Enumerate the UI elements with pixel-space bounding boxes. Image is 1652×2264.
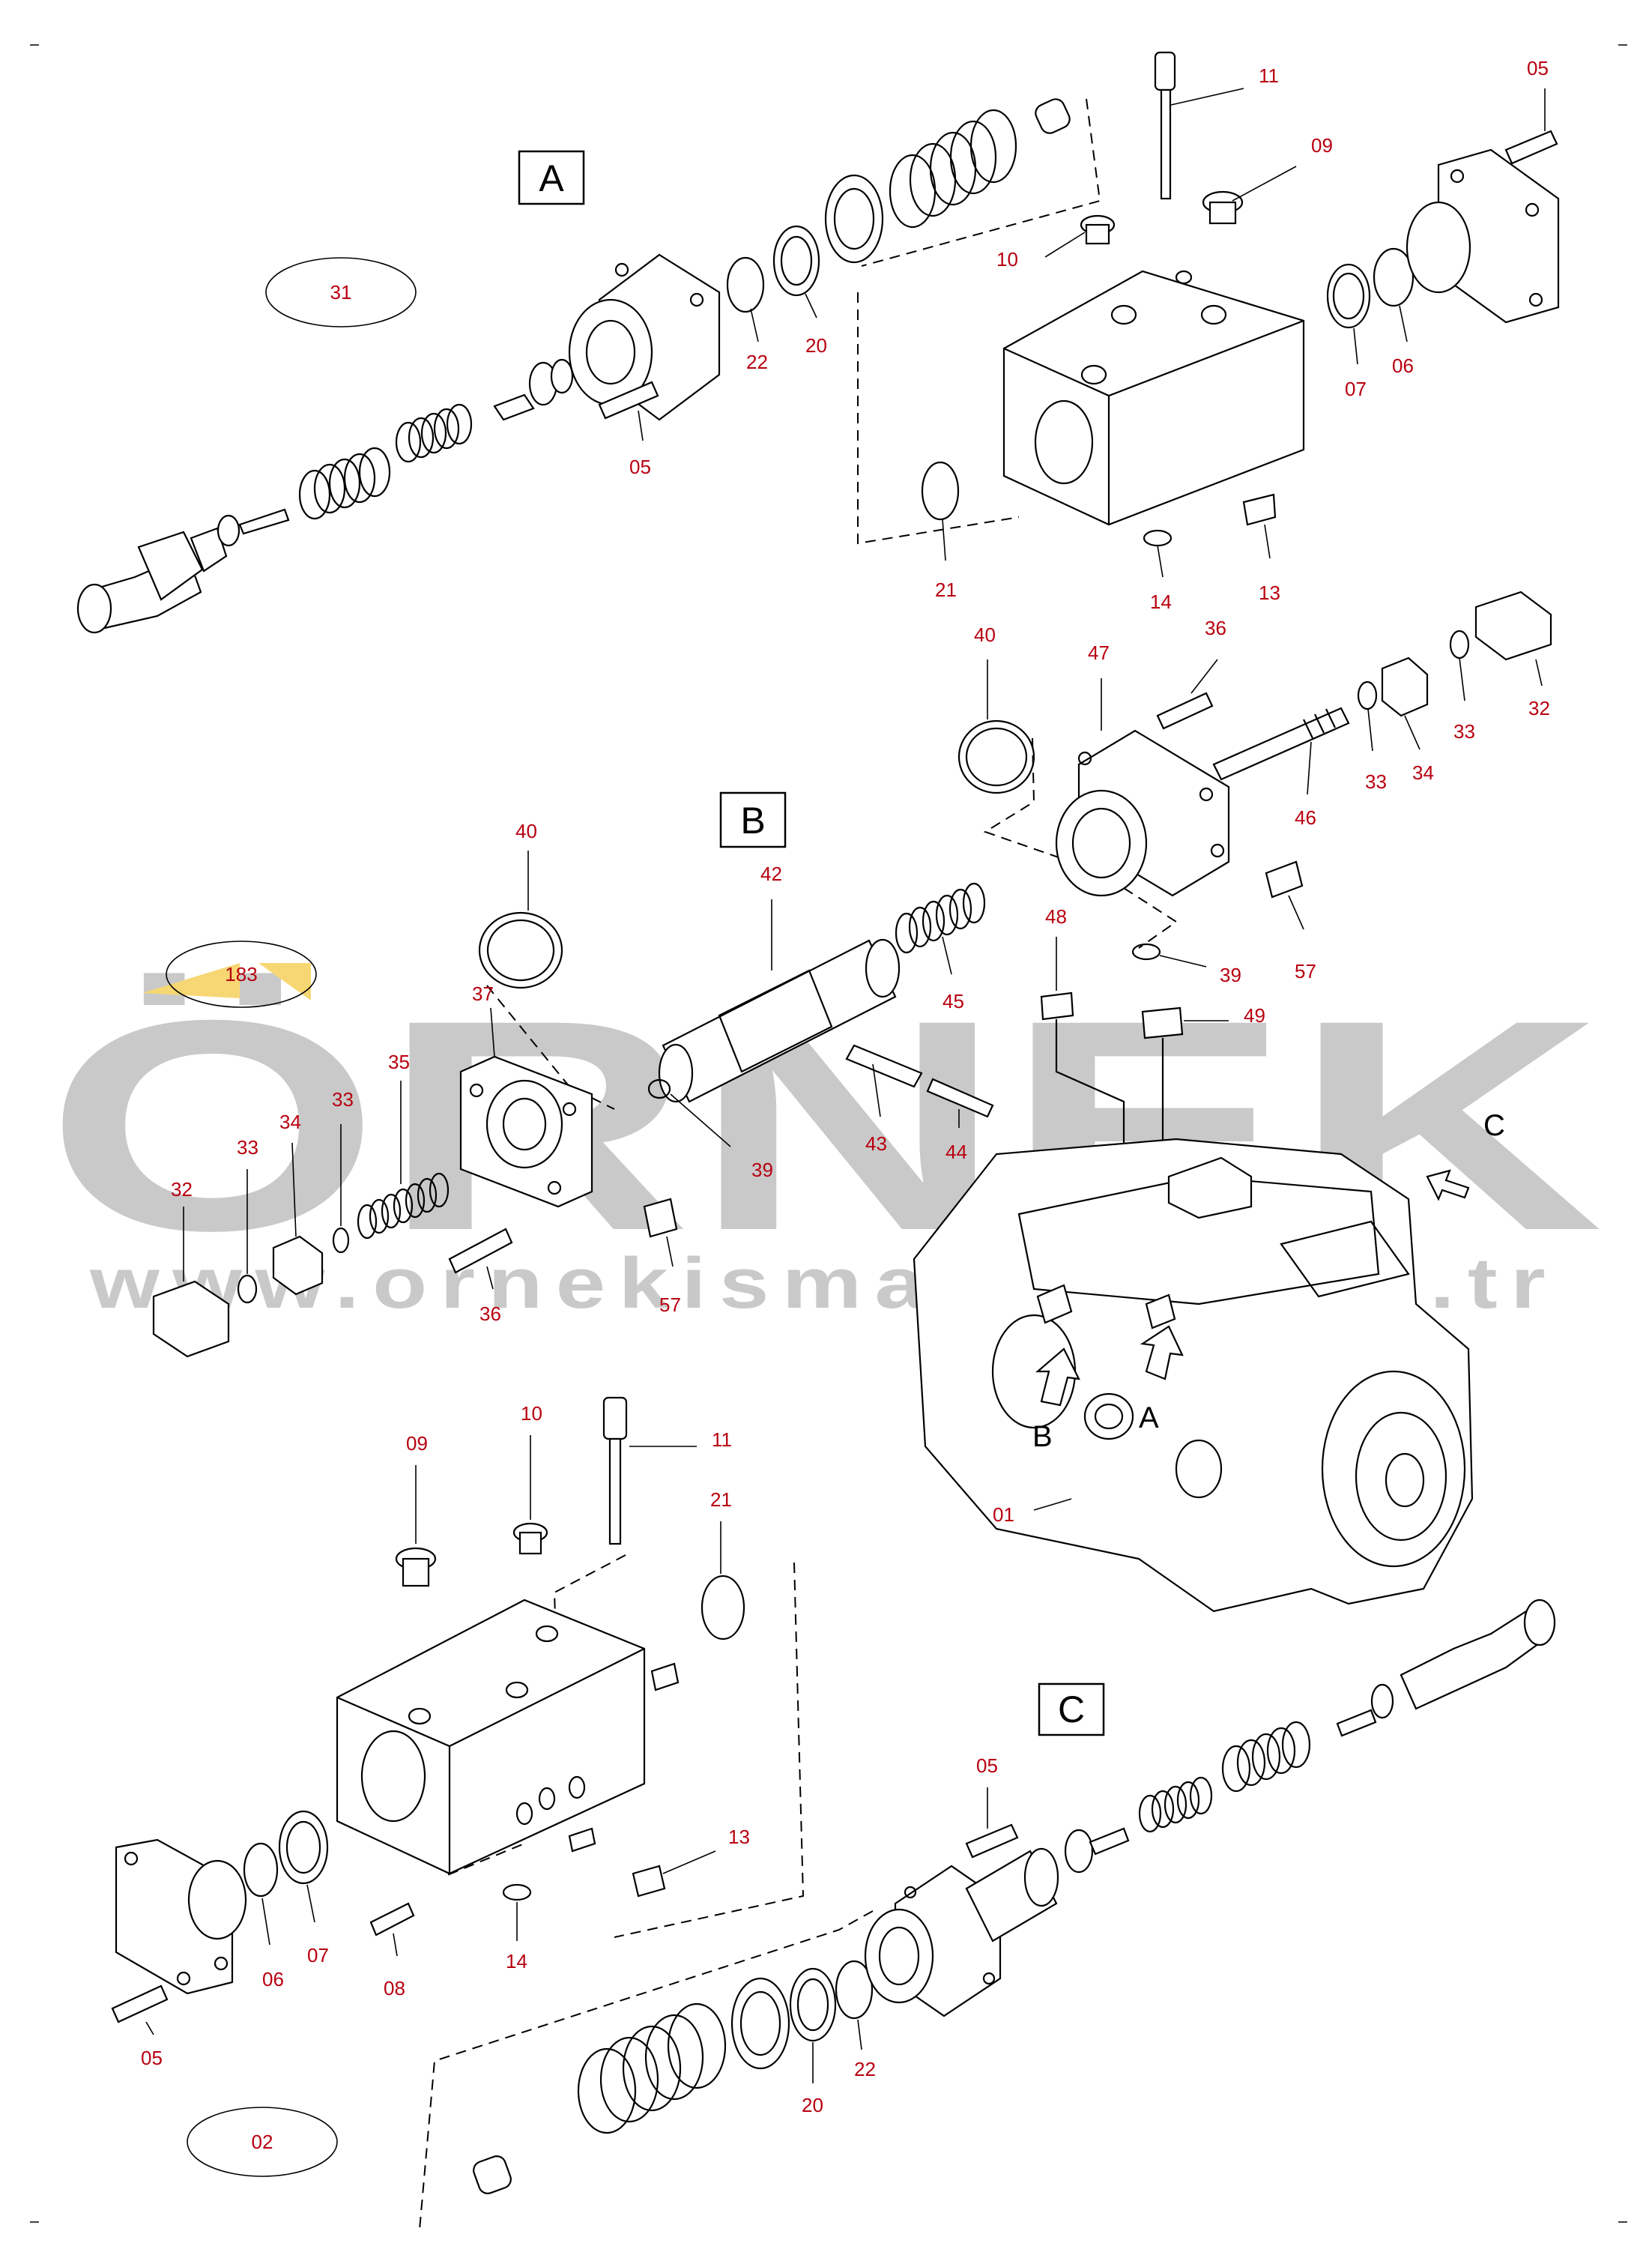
section-b-drawing: B <box>152 591 1552 1613</box>
callout-05-c-left: 05 <box>141 2047 163 2069</box>
reference-02-label: 02 <box>252 2131 273 2153</box>
callout-37: 37 <box>472 982 494 1005</box>
callout-36-b-right: 36 <box>1205 617 1226 639</box>
view-arrow-b <box>1035 1347 1080 1407</box>
callout-05-a-top: 05 <box>1527 57 1549 79</box>
callout-45: 45 <box>943 990 964 1012</box>
view-arrows: B A C <box>1032 1109 1505 1453</box>
section-a-letter: A <box>539 157 564 199</box>
view-arrow-a-label: A <box>1139 1401 1159 1434</box>
callout-46: 46 <box>1295 806 1316 829</box>
callout-20-c: 20 <box>802 2094 823 2116</box>
callout-49: 49 <box>1244 1004 1265 1027</box>
callout-33-b-left-a: 33 <box>332 1088 354 1111</box>
callout-48: 48 <box>1045 905 1067 928</box>
section-b-labels: 40 36 47 32 33 34 33 46 57 39 48 49 40 4… <box>171 617 1550 1526</box>
section-b-box <box>719 791 787 848</box>
callout-57-b-left: 57 <box>659 1294 681 1316</box>
view-arrow-c-label: C <box>1483 1109 1505 1142</box>
nut-34-left <box>272 1235 324 1296</box>
callout-33-b-right-b: 33 <box>1365 770 1387 793</box>
callout-35: 35 <box>388 1051 410 1073</box>
callout-20-a: 20 <box>805 334 827 357</box>
callout-21-a: 21 <box>935 579 957 601</box>
callout-40-b-left: 40 <box>515 820 537 842</box>
callout-40-b-right: 40 <box>974 624 996 646</box>
reference-183: 183 <box>142 941 317 1008</box>
callout-05-c-mid: 05 <box>976 1754 998 1777</box>
callout-13-a: 13 <box>1259 582 1280 604</box>
callout-07-c: 07 <box>307 1944 329 1966</box>
callout-06-a: 06 <box>1392 354 1414 377</box>
callout-32-b-left: 32 <box>171 1178 193 1201</box>
callout-14-a: 14 <box>1150 591 1172 613</box>
callout-21-c: 21 <box>710 1488 732 1511</box>
callout-42: 42 <box>760 863 782 885</box>
callout-11-a: 11 <box>1259 64 1279 87</box>
section-c-box <box>1038 1682 1105 1736</box>
callout-01: 01 <box>993 1503 1014 1526</box>
view-arrow-b-label: B <box>1032 1420 1053 1453</box>
callout-47: 47 <box>1088 642 1110 664</box>
callout-22-c: 22 <box>854 2058 876 2080</box>
cap-nut-32-left <box>152 1280 230 1358</box>
callout-34-b-left: 34 <box>279 1111 301 1133</box>
callout-43: 43 <box>865 1132 887 1155</box>
threaded-rod-46 <box>1212 707 1350 781</box>
section-c-labels: 09 10 11 21 13 14 08 06 07 05 05 22 20 <box>141 1402 998 2116</box>
callout-32-b-right: 32 <box>1528 697 1550 719</box>
callout-08-c: 08 <box>384 1977 405 1999</box>
callout-33-b-left-b: 33 <box>237 1136 258 1159</box>
section-a-labels: 11 05 09 10 22 20 07 06 05 21 14 13 <box>629 57 1549 613</box>
callout-34-b-right: 34 <box>1412 761 1434 784</box>
callout-09-a: 09 <box>1311 134 1333 157</box>
callout-14-c: 14 <box>506 1950 527 1972</box>
registration-marks <box>30 44 1627 2223</box>
valve-block-a <box>1002 270 1305 526</box>
callout-44: 44 <box>945 1141 967 1163</box>
callout-09-c: 09 <box>406 1432 428 1455</box>
callout-10-c: 10 <box>521 1402 542 1425</box>
callout-36-b-left: 36 <box>479 1302 501 1325</box>
callout-22-a: 22 <box>746 351 768 373</box>
section-c-letter: C <box>1058 1688 1085 1730</box>
reference-31-label: 31 <box>330 281 352 304</box>
reference-31: 31 <box>265 257 417 327</box>
callout-10-a: 10 <box>996 248 1018 271</box>
callout-13-c: 13 <box>728 1826 750 1848</box>
reference-183-label: 183 <box>225 963 257 985</box>
view-arrow-c <box>1426 1169 1470 1201</box>
view-arrow-a <box>1140 1325 1184 1380</box>
valve-block-c <box>336 1599 646 1875</box>
callout-06-c: 06 <box>262 1968 284 1990</box>
callout-57-b-right: 57 <box>1295 960 1316 982</box>
callout-39-b-left: 39 <box>751 1159 773 1181</box>
section-a-drawing: A <box>76 51 1560 634</box>
section-b-letter: B <box>740 800 765 842</box>
section-c-drawing: C <box>111 1396 1556 2230</box>
callout-39-b-right: 39 <box>1220 964 1241 986</box>
callout-05-a-mid: 05 <box>629 456 651 478</box>
cap-nut-32-right <box>1474 591 1552 661</box>
callout-33-b-right-a: 33 <box>1453 720 1475 743</box>
reference-02: 02 <box>187 2107 338 2177</box>
callout-11-c: 11 <box>712 1428 732 1451</box>
callout-07-a: 07 <box>1345 378 1367 400</box>
section-a-box <box>518 150 585 205</box>
